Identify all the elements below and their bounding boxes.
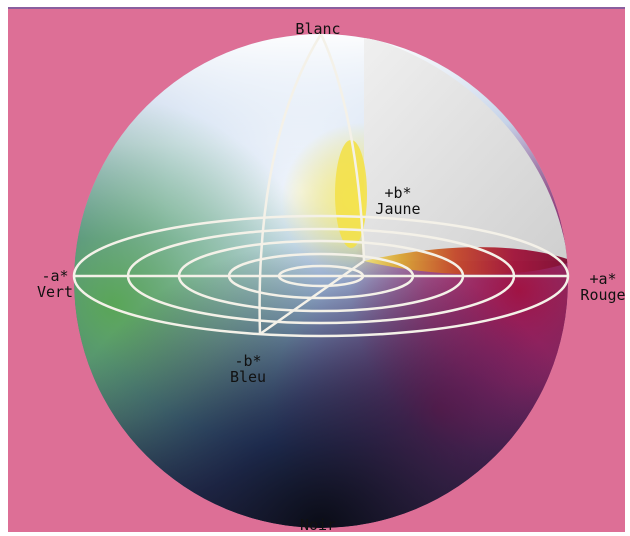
black-axis-label: Noir <box>299 516 337 534</box>
red-axis-label: +a* Rouge <box>580 270 626 304</box>
sphere-gridlines <box>72 33 570 338</box>
color-sphere-svg <box>8 9 625 532</box>
blue-axis-label: -b* Bleu <box>229 352 267 386</box>
cutaway-quadrant <box>364 36 568 261</box>
sphere-colors <box>74 34 568 528</box>
white-axis-label: Blanc <box>295 20 341 38</box>
yellow-axis-label: +b* Jaune <box>375 184 421 218</box>
lab-color-sphere-diagram: Blanc Noir -a* Vert +a* Rouge +b* Jaune … <box>8 7 626 534</box>
equatorial-slice <box>364 247 568 275</box>
green-axis-label: -a* Vert <box>36 267 74 301</box>
